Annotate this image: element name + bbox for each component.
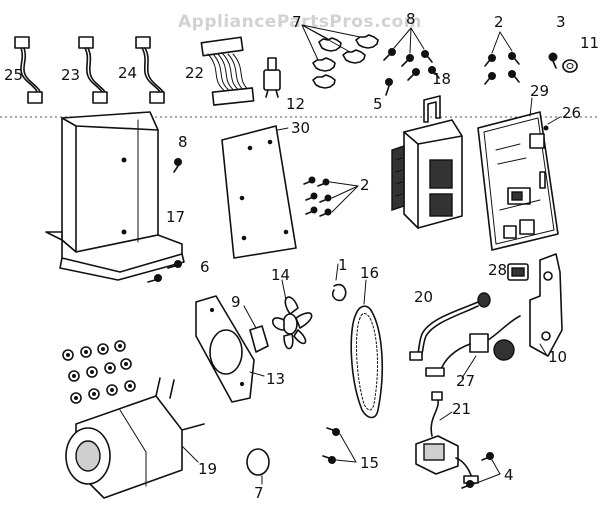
grommet-washers-7: [301, 24, 379, 89]
ribbon-cable-22: [200, 36, 255, 106]
callout-4: 4: [504, 466, 514, 484]
rocker-switch-28: [507, 263, 529, 281]
wire-harness-23: [78, 36, 108, 104]
leader-30: [277, 127, 289, 131]
callout-25: 25: [4, 66, 23, 84]
retainer-clip-1: [331, 263, 347, 302]
wire-harness-25: [14, 36, 43, 104]
leader-26: [547, 116, 561, 125]
callout-30: 30: [291, 119, 310, 137]
callout-10: 10: [548, 348, 567, 366]
callout-29: 29: [530, 82, 549, 100]
callout-5: 5: [373, 95, 383, 113]
power-module-18: [391, 95, 463, 229]
callout-15: 15: [360, 454, 379, 472]
callout-9: 9: [231, 293, 241, 311]
callout-17: 17: [166, 208, 185, 226]
callout-28: 28: [488, 261, 507, 279]
callout-12: 12: [286, 95, 305, 113]
leader-29: [529, 97, 533, 117]
callout-2-top: 2: [494, 13, 504, 31]
control-board-29: [477, 111, 559, 251]
callout-3: 3: [556, 13, 566, 31]
screw-8-bracket: [173, 158, 182, 173]
callout-8-top: 8: [406, 10, 416, 28]
drive-belt-16: [350, 279, 384, 419]
callout-1: 1: [338, 256, 348, 274]
callout-21: 21: [452, 400, 471, 418]
callout-13: 13: [266, 370, 285, 388]
wire-assembly-27: [425, 315, 521, 379]
callout-14: 14: [271, 266, 290, 284]
fan-blade-14: [271, 279, 313, 350]
screws-15: [322, 427, 357, 464]
screws-2-middle: [303, 176, 359, 217]
callout-6: 6: [200, 258, 210, 276]
wire-assembly-20: [409, 292, 491, 361]
clip-9: [243, 305, 269, 353]
nut-11: [562, 59, 578, 73]
panel-board-30: [221, 125, 297, 259]
callout-22: 22: [185, 64, 204, 82]
screws-4: [461, 452, 501, 489]
screw-3: [548, 52, 558, 69]
mounting-plate-13: [195, 295, 265, 403]
switch-12: [263, 57, 281, 98]
callout-23: 23: [61, 66, 80, 84]
switch-bracket-10: [529, 253, 563, 357]
washer-7: [246, 448, 270, 485]
chassis-bracket-17: [45, 111, 185, 281]
motor-hardware-kit: [62, 340, 136, 404]
screws-8-top: [383, 27, 440, 81]
callout-26: 26: [562, 104, 581, 122]
motor-19: [65, 377, 205, 499]
screws-6: [147, 260, 182, 283]
wire-harness-24: [135, 36, 165, 104]
callout-7: 7: [254, 484, 264, 502]
callout-27: 27: [456, 372, 475, 390]
callout-16: 16: [360, 264, 379, 282]
screws-2-top: [484, 31, 520, 85]
callout-19: 19: [198, 460, 217, 478]
callout-7-top: 7: [292, 13, 302, 31]
callout-11: 11: [580, 34, 599, 52]
callout-8-bracket: 8: [178, 133, 188, 151]
callout-24: 24: [118, 64, 137, 82]
callout-18: 18: [432, 70, 451, 88]
callout-2-middle: 2: [360, 176, 370, 194]
watermark: AppliancePartsPros.com: [178, 12, 422, 32]
callout-20: 20: [414, 288, 433, 306]
screw-5: [385, 78, 393, 96]
